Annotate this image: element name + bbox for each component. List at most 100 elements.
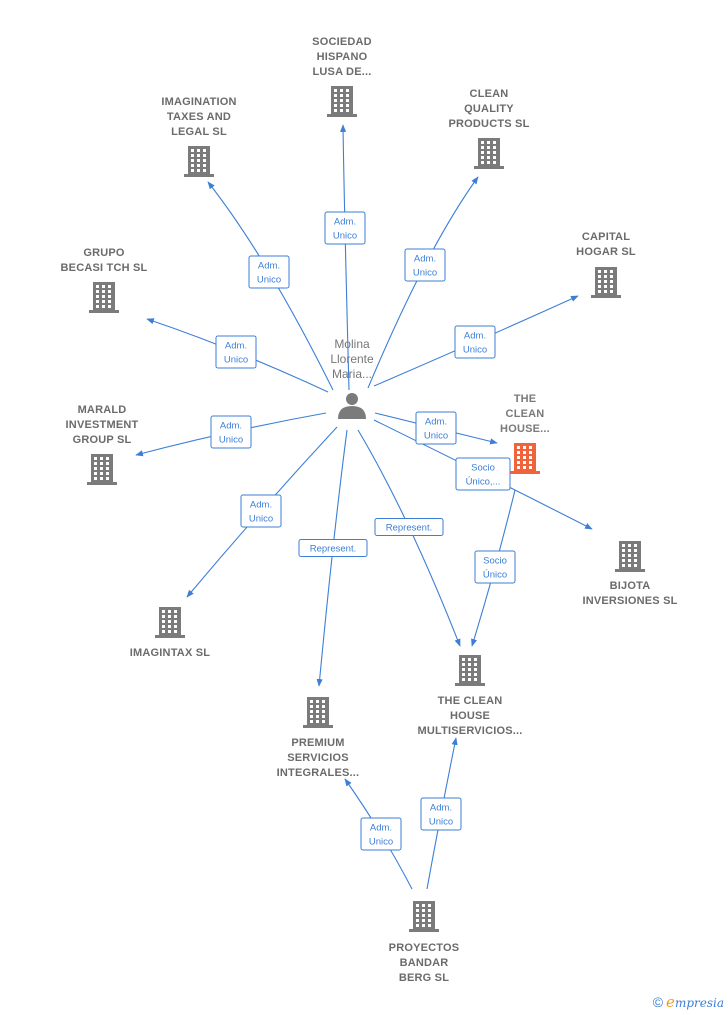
building-window bbox=[622, 554, 625, 557]
building-window bbox=[322, 715, 325, 718]
company-name-label: HOUSE bbox=[450, 710, 490, 722]
building-window bbox=[628, 559, 631, 562]
building-window bbox=[428, 904, 431, 907]
building-window bbox=[610, 290, 613, 293]
building-window bbox=[174, 610, 177, 613]
building-window bbox=[468, 658, 471, 661]
edge-label-person-to-imagination[interactable]: Adm.Unico bbox=[248, 255, 290, 289]
building-icon[interactable] bbox=[303, 697, 333, 728]
building-icon[interactable] bbox=[155, 607, 185, 638]
edge-label-text: Socio bbox=[483, 556, 507, 567]
building-window bbox=[598, 270, 601, 273]
building-window bbox=[322, 710, 325, 713]
edge-label-person-to-thecleanhouse[interactable]: Adm.Unico bbox=[415, 411, 457, 445]
building-window bbox=[94, 472, 97, 475]
building-window bbox=[481, 151, 484, 154]
building-window bbox=[346, 104, 349, 107]
building-window bbox=[481, 146, 484, 149]
edge-label-person-to-cleanquality[interactable]: Adm.Unico bbox=[404, 248, 446, 282]
building-window bbox=[416, 909, 419, 912]
building-window bbox=[203, 159, 206, 162]
footer-brand[interactable]: ©empresia bbox=[653, 993, 724, 1011]
building-icon[interactable] bbox=[409, 901, 439, 932]
building-window bbox=[191, 164, 194, 167]
company-name-label: IMAGINTAX SL bbox=[130, 647, 210, 659]
building-window bbox=[493, 161, 496, 164]
edge-label-text: Represent. bbox=[386, 523, 432, 534]
edge-label-box bbox=[215, 335, 257, 369]
edge-label-text: Unico bbox=[249, 514, 273, 525]
edge-label-person-to-imagintax[interactable]: Adm.Unico bbox=[240, 494, 282, 528]
building-icon[interactable] bbox=[474, 138, 504, 169]
building-window bbox=[203, 169, 206, 172]
brand-logo-text: mpresia bbox=[674, 996, 724, 1010]
person-icon[interactable] bbox=[338, 393, 366, 419]
building-window bbox=[529, 461, 532, 464]
building-window bbox=[168, 625, 171, 628]
edge-label-text: Adm. bbox=[430, 803, 452, 814]
edge-label-person-to-multiservicios[interactable]: Represent. bbox=[374, 518, 444, 536]
building-window bbox=[334, 104, 337, 107]
building-icon[interactable] bbox=[510, 443, 540, 474]
node-person[interactable]: MolinaLlorenteMaria... bbox=[330, 337, 374, 419]
node-multiservicios[interactable]: THE CLEANHOUSEMULTISERVICIOS... bbox=[417, 655, 522, 737]
building-icon[interactable] bbox=[591, 267, 621, 298]
building-icon[interactable] bbox=[615, 541, 645, 572]
building-window bbox=[634, 549, 637, 552]
edge-label-person-to-premium[interactable]: Represent. bbox=[298, 539, 368, 557]
building-window bbox=[416, 924, 419, 927]
building-window bbox=[487, 151, 490, 154]
edge-label-person-to-grupo[interactable]: Adm.Unico bbox=[215, 335, 257, 369]
node-premium[interactable]: PREMIUMSERVICIOSINTEGRALES... bbox=[277, 697, 360, 779]
building-icon[interactable] bbox=[87, 454, 117, 485]
building-icon[interactable] bbox=[327, 86, 357, 117]
building-window bbox=[197, 159, 200, 162]
edge-label-proyectos-to-premium[interactable]: Adm.Unico bbox=[360, 817, 402, 851]
building-window bbox=[422, 909, 425, 912]
building-icon[interactable] bbox=[184, 146, 214, 177]
building-window bbox=[529, 446, 532, 449]
building-base bbox=[327, 114, 357, 117]
building-window bbox=[422, 919, 425, 922]
edge-label-person-to-capital[interactable]: Adm.Unico bbox=[454, 325, 496, 359]
edge-label-person-to-marald[interactable]: Adm.Unico bbox=[210, 415, 252, 449]
edge-label-box bbox=[474, 550, 516, 584]
person-name-label: Llorente bbox=[330, 352, 374, 366]
building-window bbox=[487, 146, 490, 149]
edge-label-person-to-bijota[interactable]: SocioÚnico,... bbox=[455, 457, 511, 491]
edge-label-person-to-sociedad[interactable]: Adm.Unico bbox=[324, 211, 366, 245]
building-window bbox=[191, 169, 194, 172]
building-window bbox=[100, 472, 103, 475]
building-window bbox=[416, 914, 419, 917]
building-window bbox=[416, 919, 419, 922]
edge-label-proyectos-to-multiservicios[interactable]: Adm.Unico bbox=[420, 797, 462, 831]
building-icon[interactable] bbox=[455, 655, 485, 686]
building-window bbox=[610, 275, 613, 278]
building-window bbox=[604, 270, 607, 273]
building-window bbox=[598, 285, 601, 288]
node-imagintax[interactable]: IMAGINTAX SL bbox=[130, 607, 210, 659]
building-window bbox=[462, 673, 465, 676]
building-window bbox=[310, 700, 313, 703]
building-window bbox=[316, 700, 319, 703]
edge-label-text: Unico bbox=[463, 345, 487, 356]
building-icon[interactable] bbox=[89, 282, 119, 313]
building-window bbox=[481, 161, 484, 164]
building-window bbox=[493, 141, 496, 144]
edge-label-text: Socio bbox=[471, 463, 495, 474]
company-name-label: MULTISERVICIOS... bbox=[417, 725, 522, 737]
node-thecleanhouse[interactable]: THECLEANHOUSE... bbox=[500, 393, 550, 474]
building-window bbox=[422, 904, 425, 907]
edge-label-box bbox=[210, 415, 252, 449]
company-name-label: HOUSE... bbox=[500, 423, 550, 435]
